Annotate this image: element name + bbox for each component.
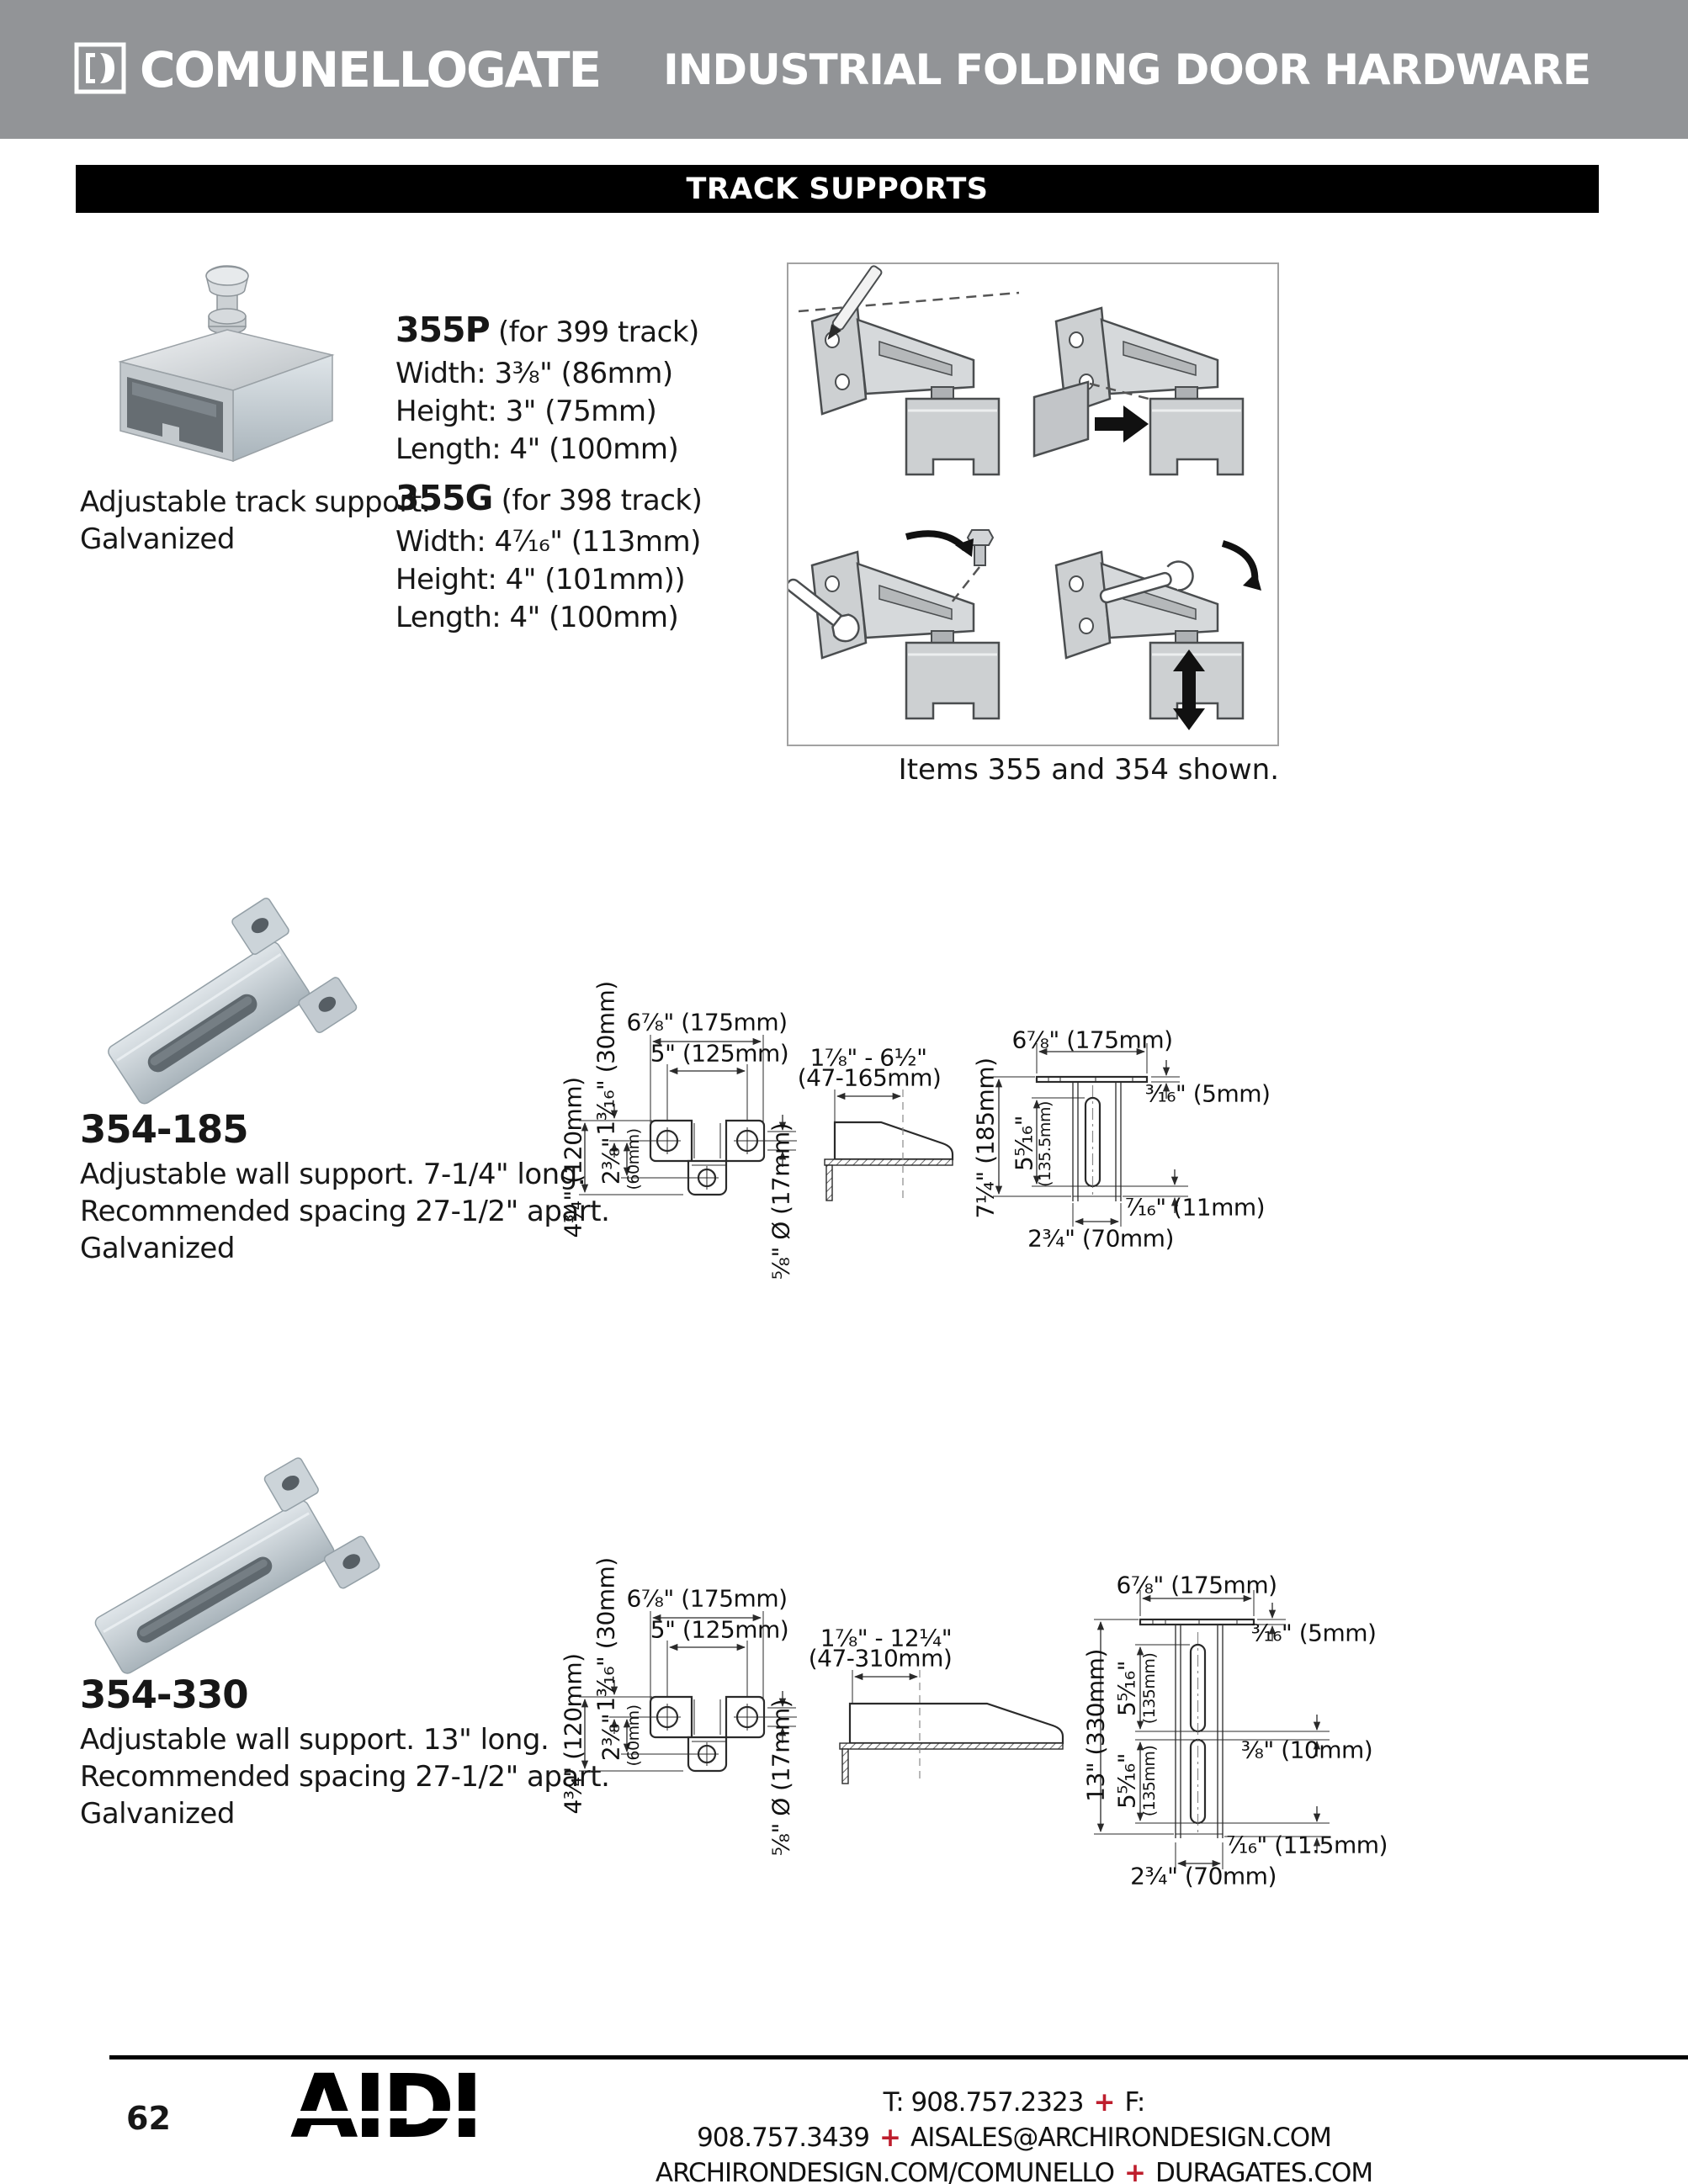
dim-330-bottom-slot2-length-mm: (135mm) (1140, 1745, 1159, 1817)
aidi-logo-text: AIDI (290, 2055, 483, 2158)
section-title: TRACK SUPPORTS (686, 172, 989, 206)
description-line: Recommended spacing 27-1/2" apart. (80, 1760, 610, 1794)
variant-code: 355P (395, 310, 491, 350)
dim-185-bottom-edge-offset: ⁷⁄₁₆" (11mm) (1124, 1193, 1266, 1222)
footer-fax: F: 908.757.3439 (697, 2087, 1145, 2153)
spec-height: Height: 4" (101mm)) (395, 563, 686, 596)
variant-355g: 355G (for 398 track) Width: 4⁷⁄₁₆" (113m… (395, 478, 703, 637)
footer-email: AISALES@ARCHIRONDESIGN.COM (910, 2123, 1332, 2153)
dim-330-bottom-flange: ³⁄₁₆" (5mm) (1250, 1619, 1377, 1647)
dim-185-front-overall-height: 4¾" (120mm) (559, 1077, 587, 1238)
section-title-bar: TRACK SUPPORTS (76, 165, 1599, 213)
variant-note: (for 399 track) (497, 315, 699, 349)
dim-185-side-range-mm: (47-165mm) (797, 1063, 942, 1092)
cross-separator-icon: + (1123, 2158, 1146, 2184)
spec-length: Length: 4" (100mm) (395, 601, 679, 634)
aidi-logo-stripe (285, 2111, 493, 2118)
dim-185-bottom-flange: ³⁄₁₆" (5mm) (1144, 1079, 1271, 1108)
dim-330-bottom-edge-offset: ⁷⁄₁₆" (11.5mm) (1226, 1831, 1388, 1859)
wall-support-185-photo (108, 898, 358, 1105)
dim-330-bottom-slot2-length: 5⁵⁄₁₆" (1112, 1752, 1141, 1810)
description-line: Galvanized (80, 1797, 235, 1831)
brand-logo: COMUNELLOGATE (74, 0, 602, 139)
dim-330-bottom-channel-width: 2¾" (70mm) (1130, 1862, 1277, 1890)
dim-185-bottom-overall-width: 6⅞" (175mm) (1011, 1026, 1173, 1054)
spec-height: Height: 3" (75mm) (395, 395, 657, 428)
contact-line-1: T: 908.757.2323 +F: 908.757.3439+ AISALES@… (589, 2085, 1439, 2155)
dim-330-bottom-overall-width: 6⅞" (175mm) (1116, 1571, 1277, 1599)
dim-330-front-mid-offset-mm: (60mm) (624, 1704, 643, 1767)
dim-185-front-overall-width: 6⅞" (175mm) (626, 1008, 788, 1036)
description-line: Adjustable wall support. 13" long. (80, 1723, 549, 1757)
dim-330-side-range-mm: (47-310mm) (808, 1644, 953, 1672)
spec-width: Width: 4⁷⁄₁₆" (113mm) (395, 525, 701, 559)
dim-330-front-mid-offset: 2⅜" (597, 1713, 625, 1762)
dim-330-bottom-slot-gap: ⅜" (10mm) (1240, 1736, 1373, 1764)
dim-330-side-range: 1⅞" - 12¼" (820, 1624, 953, 1652)
installation-illustration (785, 262, 1279, 746)
bottom-view-drawing-330 (1094, 1590, 1330, 1869)
footer-site2: DURAGATES.COM (1155, 2158, 1373, 2184)
cross-separator-icon: + (879, 2123, 901, 2153)
dim-330-front-top-offset: 1³⁄₁₆" (30mm) (592, 1557, 620, 1712)
variant-code: 355G (395, 478, 493, 518)
illustration-caption: Items 355 and 354 shown. (898, 753, 1279, 787)
description-line: Galvanized (80, 1232, 235, 1265)
description-line: Galvanized (80, 522, 235, 556)
front-view-drawing-185 (579, 1035, 797, 1196)
dim-330-front-overall-height: 4¾" (120mm) (559, 1653, 587, 1815)
wall-support-185-description: Adjustable wall support. 7-1/4" long. Re… (80, 1156, 610, 1267)
contact-line-2: ARCHIRONDESIGN.COM/COMUNELLO + DURAGATES.C… (589, 2155, 1439, 2184)
footer-contact: T: 908.757.2323+F: 908.757.3439+AISALES@… (589, 2085, 1439, 2184)
dim-185-bottom-overall-height: 7¼" (185mm) (971, 1058, 1000, 1219)
dim-185-bottom-slot-length: 5⁵⁄₁₆" (1010, 1115, 1038, 1172)
side-view-drawing-330 (839, 1670, 1064, 1784)
variant-355p: 355P (for 399 track) Width: 3⅜" (86mm) H… (395, 310, 699, 469)
dim-330-bottom-overall-height: 13" (330mm) (1081, 1649, 1110, 1802)
page-number: 62 (126, 2100, 171, 2137)
bottom-view-drawing-185 (993, 1043, 1188, 1227)
track-support-photo (118, 265, 335, 463)
front-view-drawing-330 (579, 1611, 797, 1773)
comunello-logo-icon (74, 42, 126, 98)
aidi-logo: AIDI (285, 2063, 493, 2150)
dim-330-bottom-slot1-length: 5⁵⁄₁₆" (1112, 1660, 1141, 1717)
footer-phone: T: 908.757.2323 (883, 2087, 1085, 2118)
dim-185-front-mid-offset-mm: (60mm) (624, 1128, 643, 1190)
dim-185-front-hole-spacing: 5" (125mm) (650, 1039, 789, 1068)
header-bar: COMUNELLOGATE INDUSTRIAL FOLDING DOOR HA… (0, 0, 1688, 139)
dim-185-bottom-slot-length-mm: (135.5mm) (1036, 1101, 1054, 1187)
spec-length: Length: 4" (100mm) (395, 432, 679, 466)
wall-support-330-photo (94, 1457, 380, 1674)
dim-185-front-hole-dia: ⅝" Ø (17mm) (767, 1122, 795, 1280)
dim-185-front-mid-offset: 2⅜" (597, 1137, 625, 1185)
dim-330-front-hole-spacing: 5" (125mm) (650, 1615, 789, 1644)
dim-330-bottom-slot1-length-mm: (135mm) (1140, 1652, 1159, 1725)
footer-site: ARCHIRONDESIGN.COM/COMUNELLO (655, 2158, 1115, 2184)
dim-185-side-range: 1⅞" - 6½" (809, 1043, 927, 1072)
description-line: Adjustable wall support. 7-1/4" long. (80, 1158, 587, 1191)
track-support-description: Adjustable track support. Galvanized (80, 484, 431, 558)
product-code-354-185: 354-185 (80, 1107, 249, 1152)
description-line: Adjustable track support. (80, 485, 431, 519)
variant-note: (for 398 track) (501, 484, 703, 517)
dim-330-front-overall-width: 6⅞" (175mm) (626, 1584, 788, 1613)
description-line: Recommended spacing 27-1/2" apart. (80, 1195, 610, 1228)
cross-separator-icon: + (1093, 2087, 1115, 2118)
side-view-drawing-185 (824, 1089, 954, 1201)
dim-330-front-hole-dia: ⅝" Ø (17mm) (767, 1699, 795, 1857)
product-code-354-330: 354-330 (80, 1672, 249, 1717)
dim-185-bottom-channel-width: 2¾" (70mm) (1027, 1224, 1174, 1253)
spec-width: Width: 3⅜" (86mm) (395, 357, 673, 390)
page-title: INDUSTRIAL FOLDING DOOR HARDWARE (663, 45, 1591, 94)
brand-name: COMUNELLOGATE (140, 40, 602, 98)
wall-support-330-description: Adjustable wall support. 13" long. Recom… (80, 1721, 610, 1832)
footer-rule (109, 2055, 1688, 2059)
dim-185-front-top-offset: 1³⁄₁₆" (30mm) (592, 981, 620, 1136)
